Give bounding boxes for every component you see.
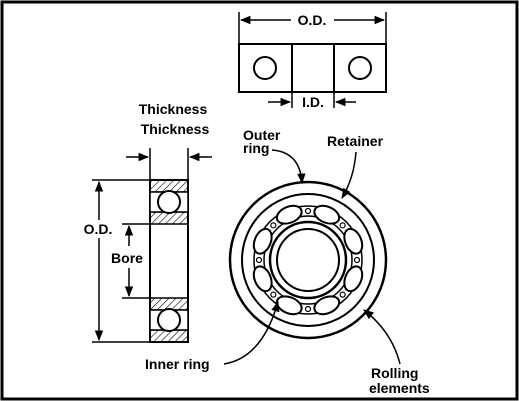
outer-ring-leader [271, 149, 306, 185]
rolling-element-7 [252, 227, 273, 255]
retainer-hole-1 [339, 222, 346, 229]
callouts: Outer ring Retainer Inner ring Rolling e… [145, 127, 430, 396]
rolling-elements [252, 204, 364, 316]
retainer-holes [255, 207, 361, 313]
rolling-element-8 [275, 204, 303, 225]
rolling-element-5 [275, 295, 303, 316]
front-view [228, 180, 388, 340]
top-id-label: I.D. [302, 94, 324, 110]
rolling-elements-label-2: elements [369, 380, 430, 396]
thickness-label-1: Thickness [139, 101, 208, 117]
outer-ring-label-1: Outer [243, 127, 281, 143]
cross-section-bottom-ball [157, 308, 181, 332]
retainer-hole-3 [339, 291, 346, 298]
bore-label: Bore [111, 250, 143, 266]
retainer-hole-8 [304, 207, 312, 215]
inner-ring-outer-edge [268, 220, 348, 300]
inner-ring-inner-edge [276, 228, 340, 292]
top-view: O.D. I.D. [238, 12, 387, 110]
rolling-element-6 [252, 265, 273, 293]
retainer-hole-5 [270, 291, 277, 298]
inner-ring-leader [223, 300, 280, 365]
retainer-outer-edge [253, 205, 363, 315]
retainer-inner-edge [263, 215, 353, 305]
side-od-label: O.D. [84, 221, 113, 237]
cross-section-top-ball [157, 190, 181, 214]
rolling-elements-label-1: Rolling [371, 365, 418, 381]
retainer-hole-6 [255, 256, 263, 264]
outer-ring-inner-edge [241, 193, 375, 327]
thickness-label-2: Thickness [141, 121, 210, 137]
retainer-hole-4 [304, 305, 312, 313]
retainer-leader [341, 151, 357, 199]
rolling-elements-leader [363, 309, 401, 365]
side-view: Thickness Thickness O.D. Bore [84, 101, 212, 343]
top-view-left-ball [253, 56, 277, 80]
outer-ring-label-2: ring [243, 140, 269, 156]
rolling-element-1 [313, 204, 341, 225]
retainer-hole-7 [270, 222, 277, 229]
inner-ring-label: Inner ring [145, 356, 210, 372]
outer-ring-outer-edge [228, 180, 388, 340]
top-view-body [238, 43, 387, 93]
retainer-label: Retainer [327, 133, 384, 149]
top-od-label: O.D. [298, 12, 327, 28]
rolling-element-3 [343, 265, 364, 293]
rolling-element-2 [343, 227, 364, 255]
top-view-right-ball [348, 56, 372, 80]
rolling-element-4 [313, 295, 341, 316]
retainer-hole-2 [353, 256, 361, 264]
